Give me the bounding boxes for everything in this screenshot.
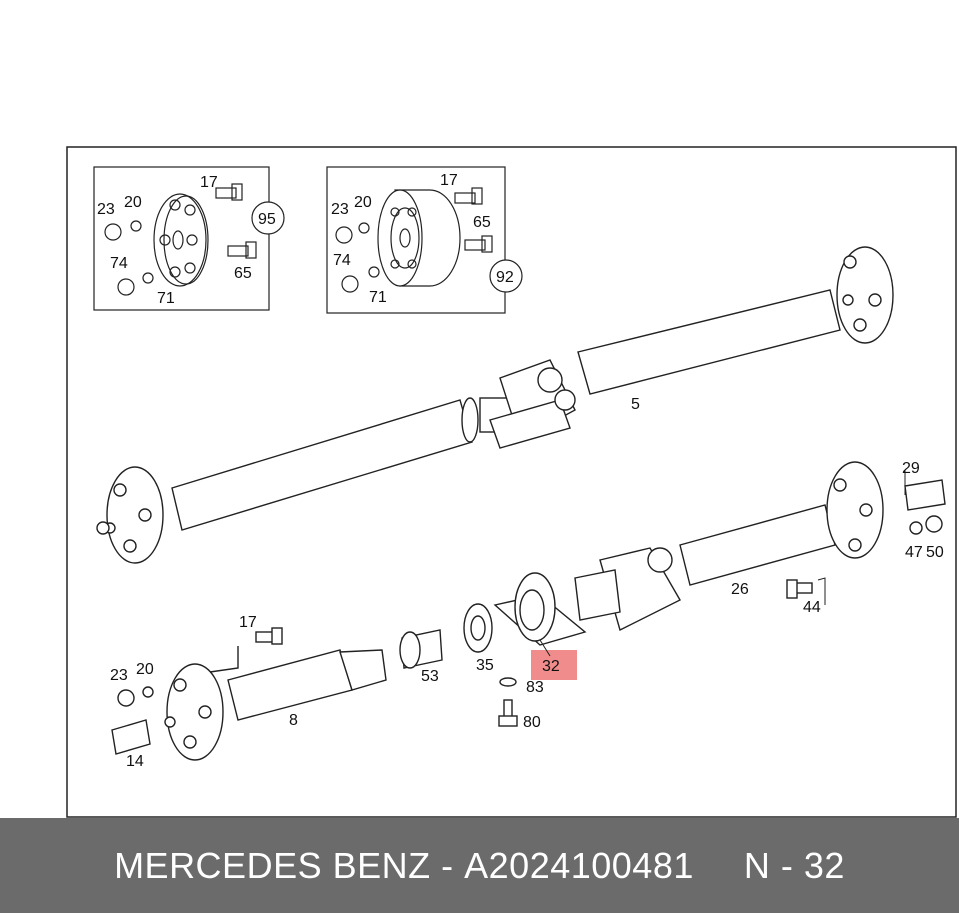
footer-separator-space-2 [454,845,465,887]
parts-diagram: 17 20 23 95 74 65 71 17 20 23 65 92 74 7… [66,146,957,818]
highlight-32 [531,650,577,680]
label-92: 92 [496,269,514,286]
diagram-frame [66,146,957,818]
inset-box-92 [326,166,523,314]
driveshaft-26 [574,461,946,632]
footer-position-label: N - 32 [743,844,845,886]
footer-brand: MERCEDES BENZ [114,844,431,886]
footer-separator-space [431,845,442,887]
footer-separator: - [441,844,454,886]
callout-labels: 17 20 23 95 74 65 71 17 20 23 65 92 74 7… [97,172,944,770]
footer-bar: MERCEDES BENZ - A2024100481 N - 32 [0,818,959,913]
label-65-b: 65 [473,214,491,231]
label-5: 5 [631,396,640,413]
driveshaft-5 [96,246,894,564]
label-29: 29 [902,460,920,477]
footer-part-number: A2024100481 [464,844,694,886]
label-26: 26 [731,581,749,598]
label-20-a: 20 [124,194,142,211]
label-47: 47 [905,544,923,561]
leader-lines [539,470,906,657]
label-14: 14 [126,753,144,770]
label-20-c: 20 [136,661,154,678]
label-35: 35 [476,657,494,674]
label-71-a: 71 [157,290,175,307]
driveshaft-8 [111,627,387,761]
label-80: 80 [523,714,541,731]
label-65-a: 65 [234,265,252,282]
label-83: 83 [526,679,544,696]
center-bearing-assembly [399,572,587,727]
label-17-b: 17 [440,172,458,189]
label-17-c: 17 [239,614,257,631]
label-17-a: 17 [200,174,218,191]
label-44: 44 [803,599,821,616]
label-32: 32 [542,658,560,675]
label-50: 50 [926,544,944,561]
label-74-a: 74 [110,255,128,272]
label-23-c: 23 [110,667,128,684]
label-20-b: 20 [354,194,372,211]
label-23-b: 23 [331,201,349,218]
inset-box-95 [93,166,285,311]
label-95: 95 [258,211,276,228]
label-74-b: 74 [333,252,351,269]
label-53: 53 [421,668,439,685]
label-71-b: 71 [369,289,387,306]
label-8: 8 [289,712,298,729]
label-23-a: 23 [97,201,115,218]
